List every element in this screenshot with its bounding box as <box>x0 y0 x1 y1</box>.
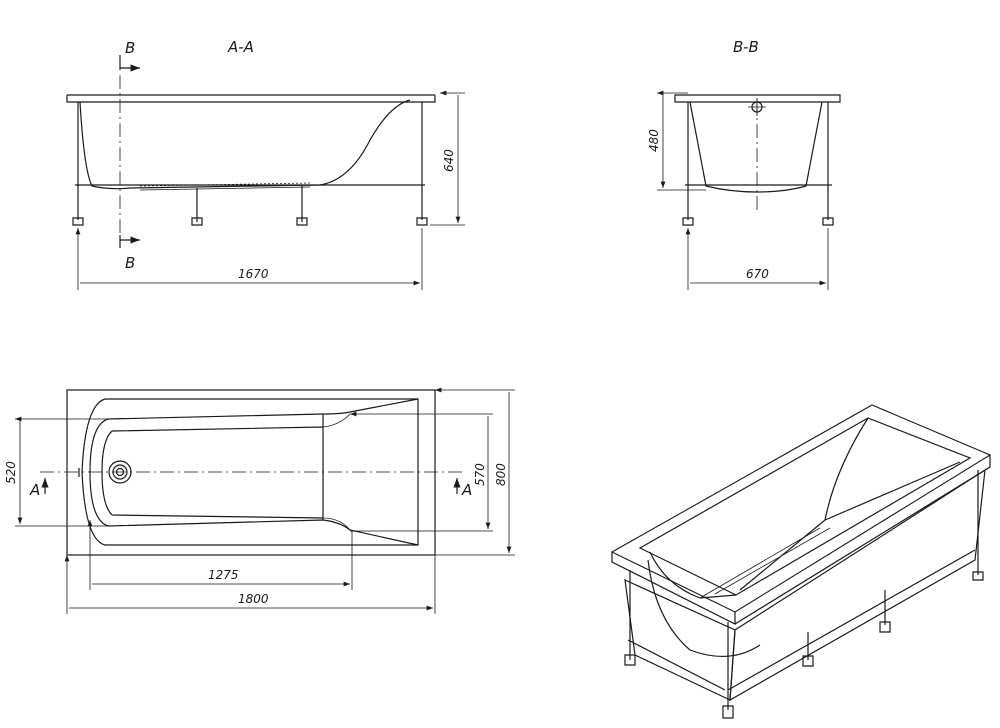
cut-mark-a-left: A <box>29 481 40 499</box>
dimension-670: 670 <box>746 267 769 281</box>
dimension-800: 800 <box>494 463 508 486</box>
cut-mark-b-top: B <box>125 39 135 57</box>
section-bb-title: B-B <box>733 38 759 56</box>
section-bb-view: B-B 670 480 <box>647 38 841 290</box>
dimension-480: 480 <box>647 129 661 152</box>
dimension-570: 570 <box>473 463 487 486</box>
isometric-view <box>610 404 992 719</box>
section-aa-view: A-A B B 1670 640 <box>66 38 465 290</box>
dimension-1670: 1670 <box>238 267 269 281</box>
plan-view: A A 520 570 800 1275 1800 <box>4 390 515 614</box>
dimension-640: 640 <box>442 149 456 172</box>
dimension-1800: 1800 <box>238 592 269 606</box>
section-aa-title: A-A <box>227 38 254 56</box>
dimension-520: 520 <box>4 461 18 484</box>
dimension-1275: 1275 <box>208 568 239 582</box>
cut-mark-a-right: A <box>461 481 472 499</box>
cut-mark-b-bottom: B <box>125 254 135 272</box>
